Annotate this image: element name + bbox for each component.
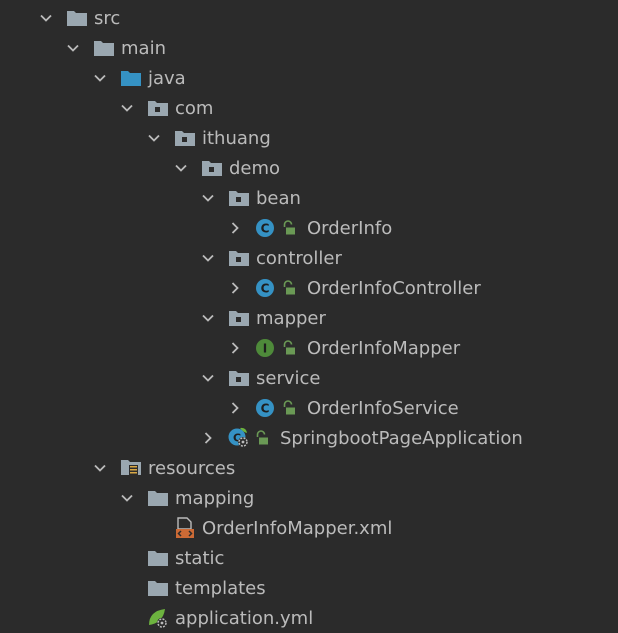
- tree-item-label: resources: [148, 457, 236, 479]
- chevron-down-icon[interactable]: [38, 10, 54, 26]
- resources-folder-icon: [120, 457, 146, 479]
- package-icon: [228, 247, 254, 269]
- chevron-down-icon[interactable]: [200, 250, 216, 266]
- tree-item-label: static: [175, 547, 225, 569]
- xml-file-icon: [174, 517, 200, 539]
- tree-item-label: com: [175, 97, 214, 119]
- tree-item-label: bean: [256, 187, 301, 209]
- tree-item-label: OrderInfoService: [307, 397, 459, 419]
- tree-item-orderinfomapper-xml[interactable]: OrderInfoMapper.xml: [0, 513, 618, 543]
- tree-item-service[interactable]: service: [0, 363, 618, 393]
- package-icon: [201, 157, 227, 179]
- tree-item-main[interactable]: main: [0, 33, 618, 63]
- chevron-down-icon[interactable]: [65, 40, 81, 56]
- chevron-right-icon[interactable]: [227, 400, 243, 416]
- source-folder-icon: [120, 67, 146, 89]
- tree-item-label: OrderInfoController: [307, 277, 481, 299]
- tree-item-orderinfomapper[interactable]: I OrderInfoMapper: [0, 333, 618, 363]
- tree-item-label: mapping: [175, 487, 255, 509]
- chevron-down-icon[interactable]: [119, 100, 135, 116]
- tree-item-mapper[interactable]: mapper: [0, 303, 618, 333]
- tree-item-mapping[interactable]: mapping: [0, 483, 618, 513]
- tree-item-demo[interactable]: demo: [0, 153, 618, 183]
- tree-item-label: demo: [229, 157, 281, 179]
- package-icon: [147, 97, 173, 119]
- tree-item-label: service: [256, 367, 321, 389]
- chevron-down-icon[interactable]: [92, 70, 108, 86]
- spring-yml-file-icon: [147, 607, 173, 629]
- lock-icon: [282, 280, 296, 296]
- tree-item-springbootpageapplication[interactable]: C SpringbootPageApplication: [0, 423, 618, 453]
- folder-icon: [147, 547, 173, 569]
- tree-item-label: ithuang: [202, 127, 271, 149]
- tree-item-src[interactable]: src: [0, 3, 618, 33]
- package-icon: [228, 307, 254, 329]
- lock-icon: [282, 340, 296, 356]
- chevron-down-icon[interactable]: [200, 190, 216, 206]
- tree-item-label: controller: [256, 247, 342, 269]
- tree-item-label: src: [94, 7, 121, 29]
- tree-item-application-yml[interactable]: application.yml: [0, 603, 618, 633]
- chevron-down-icon[interactable]: [92, 460, 108, 476]
- class-icon: C: [255, 217, 281, 239]
- svg-text:C: C: [261, 402, 270, 416]
- chevron-right-icon[interactable]: [227, 280, 243, 296]
- chevron-right-icon[interactable]: [227, 220, 243, 236]
- tree-item-bean[interactable]: bean: [0, 183, 618, 213]
- chevron-down-icon[interactable]: [173, 160, 189, 176]
- tree-item-label: SpringbootPageApplication: [280, 427, 523, 449]
- tree-item-label: mapper: [256, 307, 326, 329]
- package-icon: [174, 127, 200, 149]
- lock-icon: [282, 220, 296, 236]
- tree-item-label: java: [148, 67, 186, 89]
- chevron-right-icon[interactable]: [227, 340, 243, 356]
- svg-text:C: C: [233, 432, 241, 445]
- chevron-right-icon[interactable]: [200, 430, 216, 446]
- svg-text:I: I: [263, 342, 267, 356]
- tree-item-label: OrderInfoMapper: [307, 337, 461, 359]
- class-icon: C: [255, 277, 281, 299]
- tree-item-com[interactable]: com: [0, 93, 618, 123]
- folder-icon: [147, 487, 173, 509]
- tree-item-label: templates: [175, 577, 266, 599]
- class-icon: C: [255, 397, 281, 419]
- tree-item-orderinfo[interactable]: C OrderInfo: [0, 213, 618, 243]
- svg-text:C: C: [261, 222, 270, 236]
- tree-item-ithuang[interactable]: ithuang: [0, 123, 618, 153]
- package-icon: [228, 367, 254, 389]
- tree-item-label: application.yml: [175, 607, 314, 629]
- tree-item-orderinfocontroller[interactable]: C OrderInfoController: [0, 273, 618, 303]
- folder-icon: [93, 37, 119, 59]
- chevron-down-icon[interactable]: [146, 130, 162, 146]
- svg-text:C: C: [261, 282, 270, 296]
- chevron-down-icon[interactable]: [200, 310, 216, 326]
- lock-icon: [255, 430, 269, 446]
- package-icon: [228, 187, 254, 209]
- folder-icon: [147, 577, 173, 599]
- tree-item-templates[interactable]: templates: [0, 573, 618, 603]
- tree-item-label: OrderInfo: [307, 217, 393, 239]
- tree-item-java[interactable]: java: [0, 63, 618, 93]
- tree-item-label: OrderInfoMapper.xml: [202, 517, 393, 539]
- tree-item-orderinfoservice[interactable]: C OrderInfoService: [0, 393, 618, 423]
- tree-item-static[interactable]: static: [0, 543, 618, 573]
- interface-icon: I: [255, 337, 281, 359]
- lock-icon: [282, 400, 296, 416]
- tree-item-resources[interactable]: resources: [0, 453, 618, 483]
- spring-boot-class-icon: C: [228, 427, 254, 449]
- chevron-down-icon[interactable]: [200, 370, 216, 386]
- tree-item-controller[interactable]: controller: [0, 243, 618, 273]
- tree-item-label: main: [121, 37, 166, 59]
- chevron-down-icon[interactable]: [119, 490, 135, 506]
- folder-icon: [66, 7, 92, 29]
